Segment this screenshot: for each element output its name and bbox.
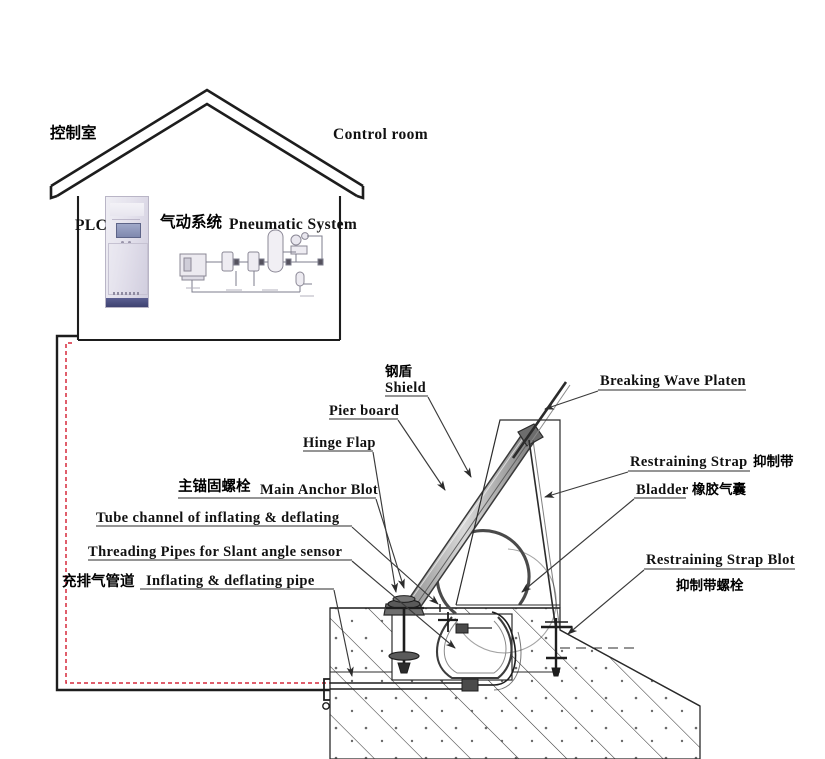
shield-label-en: Shield — [385, 380, 427, 396]
restraining-strap-label-cn: 抑制带 — [753, 454, 794, 470]
plc-top-band — [110, 203, 144, 216]
restraining-strap-bolt — [541, 618, 572, 677]
pier-board — [455, 419, 561, 608]
control-room-label-en: Control room — [333, 126, 429, 143]
restraining-strap-label-en: Restraining Strap — [630, 454, 748, 470]
inflating-deflating-pipework — [322, 604, 522, 710]
bladder-label-cn: 橡胶气囊 — [692, 482, 746, 498]
control-room-outline — [49, 88, 365, 200]
main-anchor-bolt-label-cn: 主锚固螺栓 — [178, 479, 251, 495]
pier-board-label: Pier board — [329, 403, 400, 419]
restraining-strap — [528, 439, 561, 631]
plc-button — [128, 241, 131, 244]
leader-lines — [333, 390, 645, 677]
plc-cabinet-image — [105, 196, 149, 308]
pneumatic-system-label-en: Pneumatic System — [229, 216, 358, 233]
pneumatic-system-label-cn: 气动系统 — [160, 213, 223, 231]
plc-door-panel — [108, 243, 148, 295]
plc-hairline — [112, 219, 140, 220]
plc-button — [121, 241, 124, 244]
label-underlines — [88, 389, 795, 590]
breaking-wave-platen-label: Breaking Wave Platen — [600, 373, 747, 389]
conduit-outline — [55, 334, 330, 692]
inflating-pipe-label-cn: 充排气管道 — [62, 574, 135, 590]
plc-logo — [113, 292, 139, 295]
threading-pipes-label: Threading Pipes for Slant angle sensor — [88, 544, 343, 560]
hinge-flap-label: Hinge Flap — [303, 435, 376, 451]
plc-display — [116, 223, 141, 238]
shield-label-cn: 钢盾 — [385, 364, 412, 380]
pneumatic-system-image — [179, 229, 324, 297]
control-room-walls — [76, 196, 342, 342]
inflating-deflating-pipe-route — [65, 342, 330, 684]
main-anchor-bolt — [386, 595, 424, 674]
control-room-label-cn: 控制室 — [50, 124, 97, 142]
plc-label: PLC — [75, 217, 108, 234]
plc-base — [106, 298, 148, 307]
tube-channel-label: Tube channel of inflating & deflating — [96, 510, 340, 526]
inflating-pipe-label-en: Inflating & deflating pipe — [146, 573, 315, 589]
bladder-label-en: Bladder — [636, 482, 689, 498]
restraining-strap-bolt-label-cn: 抑制带螺栓 — [676, 578, 744, 594]
concrete-foundation — [329, 607, 701, 759]
main-anchor-bolt-label-en: Main Anchor Blot — [260, 482, 379, 498]
shield-panel — [383, 423, 544, 616]
restraining-strap-bolt-label-en: Restraining Strap Blot — [646, 552, 795, 568]
